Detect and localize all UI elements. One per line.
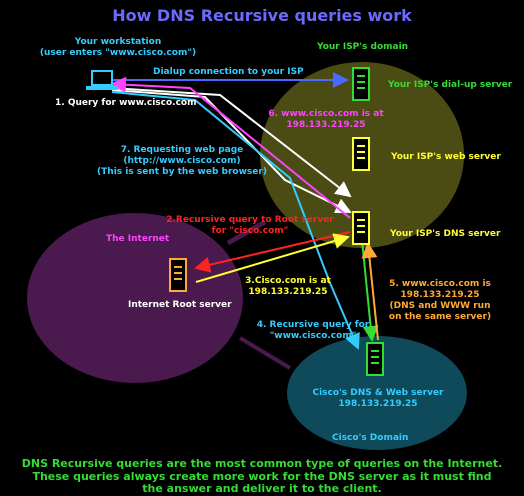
cisco-server-name: Cisco's DNS & Web server [312, 388, 444, 398]
internet-label: The Internet [106, 234, 170, 244]
step-7-line3: (This is sent by the web browser) [97, 167, 267, 177]
server-icon [169, 258, 187, 292]
step-5-line2: 198.133.219.25 [400, 290, 480, 300]
arrow-step7-web-request [111, 89, 352, 213]
step-6-line1: 6. www.cisco.com is at [268, 109, 384, 119]
arrow-step4-cyan [111, 91, 360, 350]
isp-dns-server-label: Your ISP's DNS server [390, 229, 501, 239]
arrow-step3-reply [195, 233, 350, 283]
arrow-step5-reply [361, 242, 379, 341]
zone-connector [226, 219, 267, 246]
laptop-icon [86, 70, 118, 90]
isp-web-server-label: Your ISP's web server [391, 152, 501, 162]
step-4-line2: "www.cisco.com" [269, 331, 357, 341]
step-6-label: 6. www.cisco.com is at 198.133.219.25 [258, 109, 394, 131]
step-3-line2: 198.133.219.25 [248, 287, 328, 297]
step-6-line2: 198.133.219.25 [286, 120, 366, 130]
step-5-line3: (DNS and WWW run [389, 301, 491, 311]
step-7-line2: (http://www.cisco.com) [123, 156, 241, 166]
workstation-title: Your workstation [74, 37, 162, 47]
step-3-line1: 3.Cisco.com is at [245, 276, 331, 286]
step-1-label: 1. Query for www.cisco.com [55, 98, 197, 108]
cisco-domain-zone [287, 336, 467, 450]
cisco-server-ip: 198.133.219.25 [338, 399, 418, 409]
page-title: How DNS Recursive queries work [112, 6, 412, 25]
arrow-step6-reply [110, 76, 351, 219]
server-icon [352, 211, 370, 245]
step-7-label: 7. Requesting web page (http://www.cisco… [92, 145, 272, 178]
cisco-domain-label: Cisco's Domain [332, 433, 409, 443]
step-4-line1: 4. Recursive query for [256, 320, 370, 330]
isp-domain-label: Your ISP's domain [317, 42, 409, 52]
cisco-server-label: Cisco's DNS & Web server 198.133.219.25 [298, 388, 458, 410]
step-2-line1: 2.Recursive query to Root server [166, 215, 334, 225]
isp-dialup-server-label: Your ISP's dial-up server [388, 80, 513, 90]
workstation-subtitle: (user enters "www.cisco.com") [39, 48, 197, 58]
step-4-label: 4. Recursive query for "www.cisco.com" [248, 320, 378, 342]
server-icon [366, 342, 384, 376]
workstation-label: Your workstation (user enters "www.cisco… [18, 37, 218, 59]
step-3-label: 3.Cisco.com is at 198.133.219.25 [232, 276, 344, 298]
step-5-label: 5. www.cisco.com is 198.133.219.25 (DNS … [380, 279, 500, 323]
internet-root-server-label: Internet Root server [128, 300, 232, 310]
step-2-line2: for "cisco.com" [211, 226, 289, 236]
dialup-connection-label: Dialup connection to your ISP [153, 67, 304, 77]
arrow-step2-root [194, 231, 351, 273]
step-5-line1: 5. www.cisco.com is [389, 279, 491, 289]
internet-zone [27, 213, 243, 383]
footer-note: DNS Recursive queries are the most commo… [21, 457, 503, 495]
server-icon [352, 67, 370, 101]
step-5-line4: on the same server) [388, 312, 492, 322]
arrow-step1-query [111, 87, 352, 198]
step-7-line1: 7. Requesting web page [120, 145, 244, 155]
server-icon [352, 137, 370, 171]
zone-connector [238, 336, 292, 370]
step-2-label: 2.Recursive query to Root server for "ci… [160, 215, 340, 237]
